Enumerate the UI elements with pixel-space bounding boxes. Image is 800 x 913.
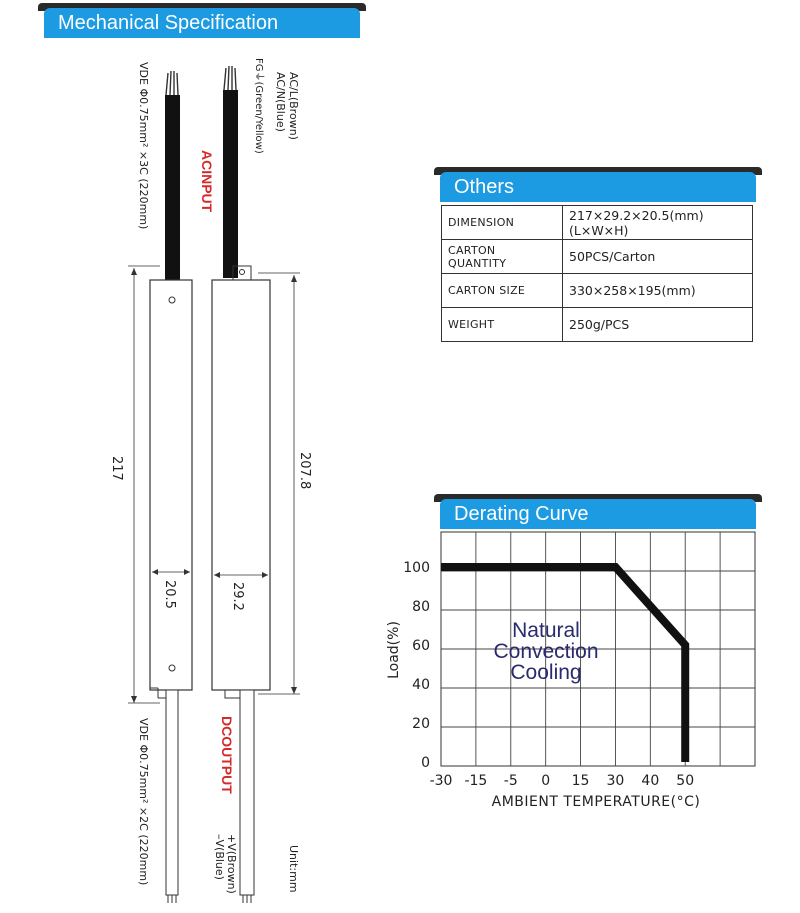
section-tab-others: Others — [434, 167, 762, 202]
input-wire-label: AC/L(Brown) — [287, 72, 300, 140]
section-tab-derating: Derating Curve — [434, 494, 762, 529]
table-cell-key: WEIGHT — [441, 307, 563, 342]
section-title-derating: Derating Curve — [454, 503, 589, 525]
housing-front — [211, 279, 271, 691]
section-title-mechanical: Mechanical Specification — [58, 12, 279, 34]
y-tick-label: 40 — [412, 677, 430, 693]
table-row: WEIGHT 250g/PCS — [441, 307, 753, 342]
output-cable-front — [239, 689, 255, 896]
side-view-unit — [128, 70, 193, 903]
y-tick-label: 100 — [403, 560, 430, 576]
x-tick-label: 15 — [572, 773, 590, 789]
chart-annotation-text: Cooling — [510, 661, 581, 684]
chart-annotation-text: Natural — [512, 619, 580, 642]
input-cable-front — [223, 90, 238, 278]
output-label: DCOUTPUT — [219, 716, 235, 794]
chart-series — [441, 563, 690, 762]
y-tick-label: 80 — [412, 599, 430, 615]
table-row: CARTON QUANTITY 50PCS/Carton — [441, 239, 753, 274]
input-cable-side — [165, 95, 180, 281]
derating-chart: -30 -15 -5 0 15 30 40 50 0 20 40 60 80 100 NaturalCon… — [386, 531, 756, 810]
chart-x-axis-label: AMBIENT TEMPERATURE(°C) — [492, 794, 701, 810]
chart-y-axis-label: Load(%) — [386, 621, 402, 679]
input-label: ACINPUT — [199, 150, 215, 213]
output-wire-label: –V(Blue) — [213, 834, 226, 880]
x-tick-label: 30 — [607, 773, 625, 789]
x-tick-label: 50 — [676, 773, 694, 789]
chart-annotation-text: Convection — [493, 640, 598, 663]
input-wire-label: AC/N(Blue) — [274, 72, 287, 132]
y-tick-label: 60 — [412, 638, 430, 654]
y-tick-label: 0 — [421, 755, 430, 771]
output-wire-label: +V(Brown) — [225, 834, 238, 894]
x-tick-label: 40 — [641, 773, 659, 789]
chart-ticks: -30 -15 -5 0 15 30 40 50 0 20 40 60 80 100 — [403, 560, 694, 789]
x-tick-label: -15 — [464, 773, 487, 789]
y-tick-label: 20 — [412, 716, 430, 732]
x-tick-label: -5 — [504, 773, 518, 789]
input-wire-label: FG⏚(Green/Yellow) — [253, 58, 265, 154]
x-tick-label: -30 — [430, 773, 453, 789]
table-row: CARTON SIZE 330×258×195(mm) — [441, 273, 753, 308]
input-cable-spec: VDE Φ0.75mm² ×3C (220mm) — [137, 62, 150, 229]
table-cell-value: 250g/PCS — [562, 307, 753, 342]
derating-curve-line — [441, 563, 690, 762]
front-view-unit — [211, 65, 300, 903]
output-cable-spec: VDE Φ0.75mm² ×2C (220mm) — [137, 718, 150, 885]
housing-side — [149, 279, 193, 691]
section-tab-mechanical: Mechanical Specification — [38, 3, 366, 38]
table-cell-key: DIMENSION — [441, 205, 563, 240]
table-cell-value: 330×258×195(mm) — [562, 273, 753, 308]
table-cell-key: CARTON QUANTITY — [441, 239, 563, 274]
section-title-others: Others — [454, 176, 515, 198]
table-cell-key: CARTON SIZE — [441, 273, 563, 308]
length-dimension: 217 — [109, 456, 124, 481]
inner-length-dimension: 207.8 — [297, 452, 312, 489]
others-table: DIMENSION 217×29.2×20.5(mm) (L×W×H) CART… — [441, 205, 753, 342]
screw-hole — [168, 296, 176, 304]
height-dimension: 20.5 — [162, 580, 177, 609]
output-cable-side — [165, 689, 179, 896]
unit-label: Unit:mm — [287, 845, 300, 893]
width-dimension: 29.2 — [230, 582, 245, 611]
table-cell-value: 50PCS/Carton — [562, 239, 753, 274]
x-tick-label: 0 — [541, 773, 550, 789]
screw-hole — [168, 664, 176, 672]
